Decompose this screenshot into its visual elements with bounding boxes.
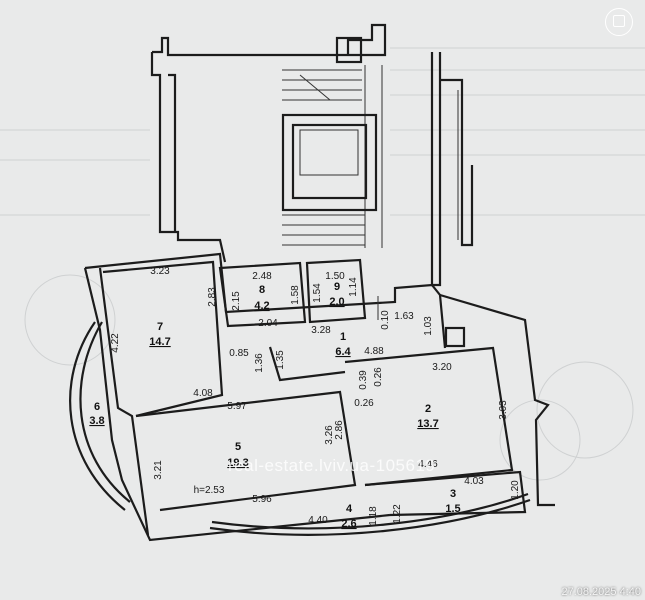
dimension-label: 0.39 [358, 370, 369, 390]
dimension-label: 4.88 [364, 346, 384, 357]
dimension-labels: 3.23 2.83 4.22 0.85 4.08 2.48 2.15 1.58 … [110, 266, 521, 526]
dimension-label: 1.20 [510, 480, 521, 500]
ceiling-height-label: h=2.53 [194, 485, 225, 496]
dimension-label: 2.04 [258, 318, 278, 329]
dimension-label: 4.03 [464, 476, 484, 487]
dimension-label: 2.86 [334, 420, 345, 440]
dimension-label: 2.48 [252, 271, 272, 282]
room-number: 3 [450, 488, 456, 500]
dimension-label: 5.97 [227, 401, 247, 412]
dimension-label: 1.63 [394, 311, 414, 322]
dimension-label: 1.03 [423, 316, 434, 336]
room-area: 3.8 [89, 415, 104, 427]
room-area: 1.5 [445, 503, 460, 515]
room-number: 4 [346, 503, 353, 515]
dimension-label: 0.26 [354, 398, 374, 409]
house-logo-icon [605, 8, 633, 36]
room-number: 8 [259, 284, 265, 296]
room-area: 6.4 [335, 346, 351, 358]
dimension-label: 0.10 [380, 310, 391, 330]
dimension-label: 2.83 [207, 287, 218, 307]
dimension-label: 5.96 [252, 494, 272, 505]
room-labels: 1 6.4 2 13.7 3 1.5 4 2.6 5 19.3 6 3.8 7 … [89, 281, 460, 530]
dimension-label: 3.26 [324, 425, 335, 445]
dimension-label: 2.15 [231, 291, 242, 311]
dimension-label: 3.21 [153, 460, 164, 480]
room-area: 4.2 [254, 300, 269, 312]
dimension-label: 3.28 [311, 325, 331, 336]
dimension-label: 1.14 [348, 277, 359, 297]
dimension-label: 1.54 [312, 283, 323, 303]
dimension-label: 1.22 [392, 504, 403, 524]
dimension-label: 0.85 [229, 348, 249, 359]
apartment-walls [83, 252, 527, 542]
room-number: 1 [340, 331, 346, 343]
room-number: 7 [157, 321, 163, 333]
dimension-label: 3.23 [150, 266, 170, 277]
dimension-label: 1.18 [368, 506, 379, 526]
room-number: 5 [235, 441, 241, 453]
dimension-label: 0.26 [373, 367, 384, 387]
balcony-arcs [69, 321, 531, 536]
room-area: 2.6 [341, 518, 356, 530]
dimension-label: 4.08 [193, 388, 213, 399]
room-number: 9 [334, 281, 340, 293]
stair-core [150, 23, 387, 263]
room-area: 14.7 [149, 336, 170, 348]
dimension-label: 1.36 [254, 353, 265, 373]
dimension-label: 1.35 [275, 350, 286, 370]
dimension-label: 3.03 [498, 400, 509, 420]
right-exterior-wall [430, 52, 555, 507]
room-area: 19.3 [227, 457, 248, 469]
room-area: 2.0 [329, 296, 344, 308]
dimension-label: 4.22 [110, 333, 121, 353]
dimension-label: 1.58 [290, 285, 301, 305]
room-area: 13.7 [417, 418, 438, 430]
photo-timestamp: 27.08.2025 4:40 [561, 586, 641, 598]
dimension-label: 1.50 [325, 271, 345, 282]
dimension-label: 4.40 [308, 515, 328, 526]
dimension-label: 4.46 [418, 459, 438, 470]
watermark: real-estate.lviv.ua-105619 [228, 456, 436, 475]
dimension-label: 3.20 [432, 362, 452, 373]
room-number: 2 [425, 403, 431, 415]
room-number: 6 [94, 401, 100, 413]
